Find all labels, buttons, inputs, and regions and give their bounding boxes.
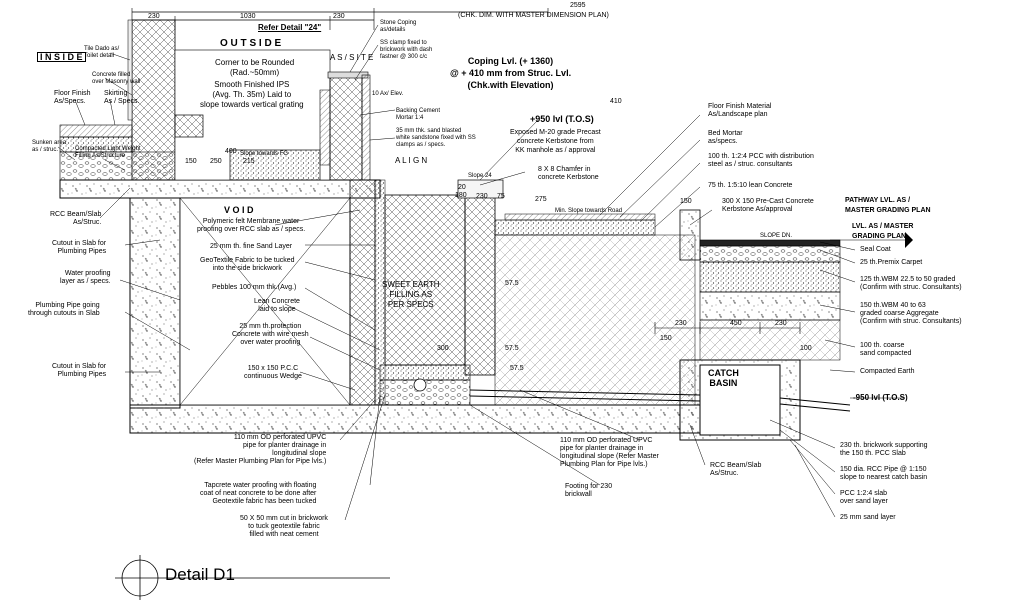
note-wbm-150: 150 th.WBM 40 to 63 graded coarse Aggreg… <box>860 302 962 325</box>
note-geotextile: GeoTextile Fabric to be tucked into the … <box>200 257 295 272</box>
note-kerbstone-300: 300 X 150 Pre-Cast Concrete Kerbstone As… <box>722 198 814 213</box>
sweet-earth-label: SWEET EARTH FILLING AS PER SPECS <box>382 280 440 309</box>
note-lean-1510: 75 th. 1:5:10 lean Concrete <box>708 182 793 189</box>
min-slope-label: Min. Slope towards Road <box>555 208 623 214</box>
dim-275: 275 <box>535 196 547 203</box>
note-rcc-beam-2: RCC Beam/Slab As/Struc. <box>710 462 762 477</box>
elev-label: 10 Ax/ Elev. <box>372 91 404 97</box>
dim-400: 400 <box>225 148 237 155</box>
outside-label: O U T S I D E <box>220 38 282 49</box>
note-wedge: 150 x 150 P.C.C continuous Wedge <box>244 365 302 380</box>
note-tos-neg950: -950 lvl (T.O.S) <box>853 393 908 402</box>
note-protection: 25 mm th.protection Concrete with wire m… <box>232 323 309 346</box>
note-pcc-124: 100 th. 1:2:4 PCC with distribution stee… <box>708 153 814 168</box>
dim-300: 300 <box>437 345 449 352</box>
dim-150: 150 <box>185 158 197 165</box>
slope-dn-label: SLOPE DN. <box>760 233 793 239</box>
dim-150-kerb: 150 <box>680 198 692 205</box>
note-wbm-125: 125 th.WBM 22.5 to 50 graded (Confirm wi… <box>860 276 962 291</box>
note-pathway-lvl: PATHWAY LVL. AS / MASTER GRADING PLAN <box>845 197 931 214</box>
dim-top-total: 2595 <box>570 2 586 9</box>
note-skirting: Skirting As / Specs. <box>104 90 140 105</box>
note-concrete-filled: Concrete filled over Masonry wall <box>92 72 141 85</box>
note-floor-finish: Floor Finish As/Specs. <box>54 90 91 105</box>
dim-230-left: 230 <box>148 13 160 20</box>
dim-230-right: 230 <box>333 13 345 20</box>
note-chamfer: 8 X 8 Chamfer in concrete Kerbstone <box>538 166 599 181</box>
note-sunken-area: Sunken area as / struc. <box>32 140 67 153</box>
note-sandstone: 35 mm thk. sand blasted white sandstone … <box>396 128 476 148</box>
note-brickwork-230: 230 th. brickwork supporting the 150 th.… <box>840 442 928 457</box>
as-site-label: A S / S I T E <box>330 53 374 62</box>
dim-20: 20 <box>458 184 466 191</box>
refer-detail-label: Refer Detail "24" <box>258 23 322 32</box>
note-polymeric: Polymeric felt Membrane water proofing o… <box>197 218 306 233</box>
note-cutout-2: Cutout in Slab for Plumbing Pipes <box>52 363 107 378</box>
note-lvl-master: LVL. AS / MASTER GRADING PLAN <box>852 223 914 240</box>
dim-215: 215 <box>243 158 255 165</box>
dim-575-b: 57.5 <box>505 345 519 352</box>
note-tapcrete: Tapcrete water proofing with floating co… <box>200 482 317 505</box>
note-pcc-slab: PCC 1:2:4 slab over sand layer <box>840 490 888 505</box>
dim-180: 180 <box>455 192 467 199</box>
note-water-proofing: Water proofing layer as / specs. <box>60 270 111 285</box>
dim-230-cb-right: 230 <box>775 320 787 327</box>
dim-230-kerb: 230 <box>476 193 488 200</box>
dim-410: 410 <box>610 98 622 105</box>
note-corner: Corner to be Rounded (Rad.~50mm) <box>215 58 295 77</box>
slope-fg-label: Slope towards FG <box>240 151 289 157</box>
void-label: V O I D <box>224 205 254 215</box>
note-exposed-m20: Exposed M-20 grade Precast concrete Kerb… <box>510 129 601 154</box>
note-sand-25: 25 mm sand layer <box>840 514 896 521</box>
dim-575-a: 57.5 <box>505 280 519 287</box>
note-seal-coat: Seal Coat <box>860 246 891 253</box>
note-cutout-1: Cutout in Slab for Plumbing Pipes <box>52 240 107 255</box>
dim-575-c: 57.5 <box>510 365 524 372</box>
catch-basin-label: CATCH BASIN <box>708 368 739 388</box>
note-tile-dado: Tile Dado as/ Toilet detail <box>84 46 120 59</box>
dim-150-cb: 150 <box>660 335 672 342</box>
note-tos-950: +950 lvl (T.O.S) <box>530 114 594 124</box>
dim-250: 250 <box>210 158 222 165</box>
note-plumbing-pipe: Plumbing Pipe going through cutouts in S… <box>28 302 100 317</box>
note-cut-50: 50 X 50 mm cut in brickwork to tuck geot… <box>240 515 328 538</box>
note-bed-mortar: Bed Mortar as/specs. <box>708 130 743 145</box>
drawing-title: Detail D1 <box>165 565 235 584</box>
note-rcc-pipe: 150 dia. RCC Pipe @ 1:150 slope to neare… <box>840 466 928 481</box>
note-floor-finish-material: Floor Finish Material As/Landscape plan <box>708 103 772 118</box>
slope-24-label: Slope 24 <box>468 173 492 179</box>
note-smooth: Smooth Finished IPS (Avg. Th. 35m) Laid … <box>200 80 304 109</box>
note-pebbles: Pebbles 100 mm thk.(Avg.) <box>212 284 297 291</box>
note-ss-clamp: SS clamp fixed to brickwork with dash fa… <box>380 40 433 60</box>
inside-label: I N S I D E <box>37 52 86 62</box>
note-sand-layer: 25 mm th. fine Sand Layer <box>210 243 293 250</box>
note-coarse-sand: 100 th. coarse sand compacted <box>860 342 912 357</box>
dim-top-note: (CHK. DIM. WITH MASTER DIMENSION PLAN) <box>458 12 609 19</box>
note-upvc-left: 110 mm OD perforated UPVC pipe for plant… <box>194 434 327 465</box>
dim-450: 450 <box>730 320 742 327</box>
dim-1030: 1030 <box>240 13 256 20</box>
dim-75: 75 <box>497 193 505 200</box>
note-compacted-light: Compacted Light Weight Filling As/Struct… <box>75 146 141 159</box>
dim-100-cb: 100 <box>800 345 812 352</box>
note-coping-lvl: Coping Lvl. (+ 1360) @ + 410 mm from Str… <box>450 56 572 90</box>
note-footing: Footing for 230 brickwall <box>565 483 613 498</box>
align-label: A L I G N <box>395 156 428 165</box>
note-stone-coping: Stone Coping as/details <box>380 20 417 33</box>
note-upvc-mid: 110 mm OD perforated UPVC pipe for plant… <box>560 437 659 468</box>
note-lean-concrete: Lean Concrete laid to slope <box>254 298 300 313</box>
dim-230-cb-left: 230 <box>675 320 687 327</box>
note-premix: 25 th.Premix Carpet <box>860 259 923 266</box>
note-compacted-earth: Compacted Earth <box>860 368 915 375</box>
note-rcc-beam: RCC Beam/Slab As/Struc. <box>50 211 102 226</box>
note-backing-cement: Backing Cement Mortar 1:4 <box>396 108 441 121</box>
